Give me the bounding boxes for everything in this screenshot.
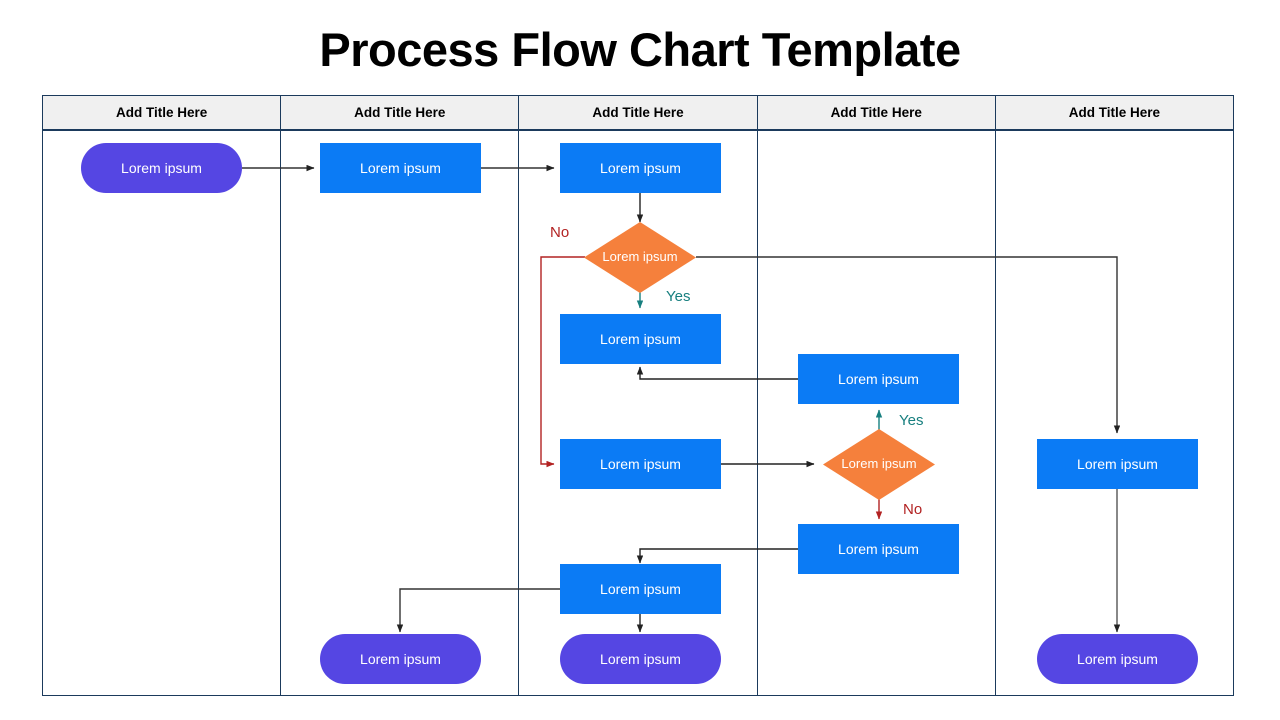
- lane-column-4: [758, 131, 996, 695]
- swimlane-body: [43, 131, 1233, 695]
- node-process-4-label: Lorem ipsum: [838, 370, 919, 387]
- node-process-7[interactable]: Lorem ipsum: [798, 524, 959, 574]
- node-start[interactable]: Lorem ipsum: [81, 143, 242, 193]
- node-process-3-label: Lorem ipsum: [600, 330, 681, 347]
- lane-header-5[interactable]: Add Title Here: [1068, 105, 1161, 120]
- lane-header-3[interactable]: Add Title Here: [519, 96, 758, 129]
- lane-header-1[interactable]: Add Title Here: [43, 96, 282, 129]
- node-decision-2-label: Lorem ipsum: [841, 456, 917, 472]
- node-process-8-label: Lorem ipsum: [600, 580, 681, 597]
- lane-column-2: [281, 131, 520, 695]
- node-decision-2[interactable]: Lorem ipsum: [823, 429, 935, 500]
- node-process-5-label: Lorem ipsum: [600, 455, 681, 472]
- connector-p7-to-p8: [636, 548, 798, 564]
- node-end-3[interactable]: Lorem ipsum: [1037, 634, 1198, 684]
- node-decision-1[interactable]: Lorem ipsum: [584, 222, 696, 293]
- node-process-3[interactable]: Lorem ipsum: [560, 314, 721, 364]
- lane-column-1: [43, 131, 282, 695]
- page-title: Process Flow Chart Template: [319, 23, 961, 76]
- lane-header-2[interactable]: Add Title Here: [281, 96, 520, 129]
- lane-header-4[interactable]: Add Title Here: [758, 96, 996, 129]
- lane-column-3: [519, 131, 758, 695]
- node-process-6-label: Lorem ipsum: [1077, 455, 1158, 472]
- node-process-1-label: Lorem ipsum: [360, 159, 441, 176]
- node-end-1[interactable]: Lorem ipsum: [320, 634, 481, 684]
- node-process-4[interactable]: Lorem ipsum: [798, 354, 959, 404]
- node-process-1[interactable]: Lorem ipsum: [320, 143, 481, 193]
- node-process-8[interactable]: Lorem ipsum: [560, 564, 721, 614]
- node-process-2-label: Lorem ipsum: [600, 159, 681, 176]
- node-start-label: Lorem ipsum: [121, 159, 202, 176]
- connector-d1-no-to-p5: [540, 256, 585, 468]
- node-process-6[interactable]: Lorem ipsum: [1037, 439, 1198, 489]
- node-end-2-label: Lorem ipsum: [600, 650, 681, 667]
- node-process-7-label: Lorem ipsum: [838, 540, 919, 557]
- connector-p8-to-end1: [396, 588, 560, 633]
- node-process-2[interactable]: Lorem ipsum: [560, 143, 721, 193]
- node-decision-1-label: Lorem ipsum: [602, 249, 678, 265]
- node-end-2[interactable]: Lorem ipsum: [560, 634, 721, 684]
- connector-p4-to-p3: [636, 366, 798, 380]
- swimlane-header-row: Add Title Here Add Title Here Add Title …: [43, 96, 1233, 131]
- connector-d1-to-p6: [696, 256, 1121, 434]
- node-end-1-label: Lorem ipsum: [360, 650, 441, 667]
- node-end-3-label: Lorem ipsum: [1077, 650, 1158, 667]
- node-process-5[interactable]: Lorem ipsum: [560, 439, 721, 489]
- swimlane-table: Add Title Here Add Title Here Add Title …: [42, 95, 1234, 696]
